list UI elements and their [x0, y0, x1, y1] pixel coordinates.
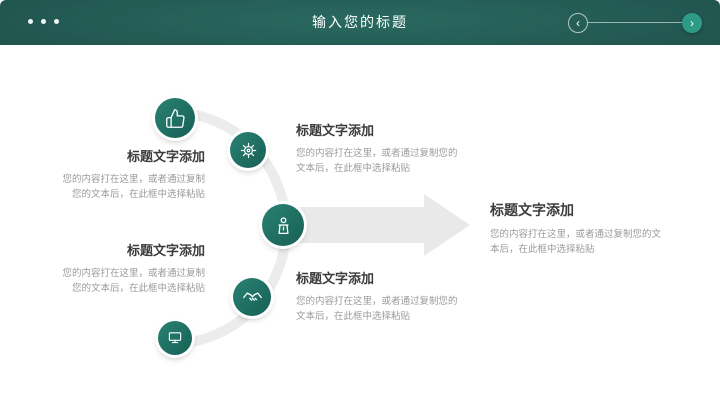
block-body: 您的内容打在这里，或者通过复制您的文本后，在此框中选择粘贴 — [296, 148, 458, 175]
dot-icon — [41, 19, 46, 24]
block-body: 您的内容打在这里，或者通过复制您的文本后，在此框中选择粘贴 — [62, 268, 205, 295]
block-title: 标题文字添加 — [296, 123, 375, 138]
block-body: 您的内容打在这里，或者通过复制您的文本后，在此框中选择粘贴 — [296, 296, 458, 323]
block-title: 标题文字添加 — [296, 271, 375, 286]
prev-button[interactable]: ‹ — [568, 12, 588, 33]
chevron-right-icon: › — [690, 15, 694, 30]
block-body: 您的内容打在这里，或者通过复制您的文本后，在此框中选择粘贴 — [62, 174, 205, 201]
handshake-icon — [242, 291, 262, 301]
gear-icon — [240, 142, 256, 158]
text-block-4: 标题文字添加 您的内容打在这里，或者通过复制您的文本后，在此框中选择粘贴 — [296, 268, 466, 324]
step-circle-2 — [230, 132, 266, 168]
pager: ‹ › — [568, 0, 702, 45]
block-title: 标题文字添加 — [126, 243, 205, 258]
next-button[interactable]: › — [682, 12, 702, 33]
step-circle-3 — [262, 204, 304, 246]
text-block-2: 标题文字添加 您的内容打在这里，或者通过复制您的文本后，在此框中选择粘贴 — [296, 120, 466, 176]
pager-line — [588, 22, 682, 23]
text-block-5: 标题文字添加 您的内容打在这里，或者通过复制您的文本后，在此框中选择粘贴 — [490, 200, 662, 257]
block-title: 标题文字添加 — [126, 149, 205, 164]
dot-icon — [54, 19, 59, 24]
text-block-3: 标题文字添加 您的内容打在这里，或者通过复制您的文本后，在此框中选择粘贴 — [55, 240, 205, 296]
thumbs-up-icon — [165, 108, 185, 128]
podium-icon — [277, 216, 289, 234]
block-body: 您的内容打在这里，或者通过复制您的文本后，在此框中选择粘贴 — [490, 229, 662, 256]
text-block-1: 标题文字添加 您的内容打在这里，或者通过复制您的文本后，在此框中选择粘贴 — [55, 146, 205, 202]
step-circle-1 — [155, 98, 195, 138]
block-title: 标题文字添加 — [490, 202, 574, 218]
header-bar: 输入您的标题 ‹ › — [0, 0, 720, 45]
step-circle-5 — [158, 321, 192, 355]
page-title: 输入您的标题 — [312, 14, 408, 30]
chevron-left-icon: ‹ — [576, 15, 580, 30]
dot-icon — [28, 19, 33, 24]
monitor-icon — [168, 332, 182, 344]
step-circle-4 — [233, 278, 271, 316]
big-arrow — [292, 194, 470, 256]
window-dots-icon — [28, 19, 59, 24]
